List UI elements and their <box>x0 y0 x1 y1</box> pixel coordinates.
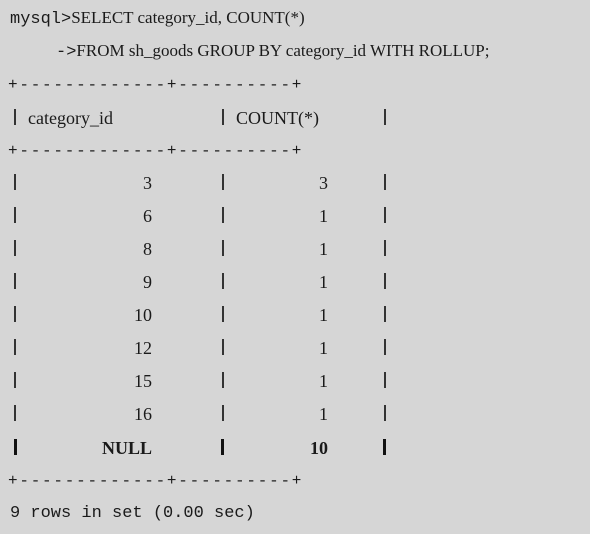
table-separator <box>384 207 386 223</box>
table-separator <box>384 174 386 190</box>
cell-count: 1 <box>319 371 328 391</box>
table-row: 15 1 <box>0 369 592 393</box>
table-separator <box>222 339 224 355</box>
table-separator <box>222 174 224 190</box>
cell-count: 3 <box>319 173 328 193</box>
table-row: 10 1 <box>0 303 592 327</box>
query-line-1: mysql>SELECT category_id, COUNT(*) <box>10 8 305 30</box>
table-separator <box>14 405 16 421</box>
cell-category-id: 3 <box>143 173 152 193</box>
cell-category-id: 12 <box>134 338 152 358</box>
cell-count: 1 <box>319 239 328 259</box>
table-row: 16 1 <box>0 402 592 426</box>
table-separator <box>222 306 224 322</box>
column-header-count: COUNT(*) <box>236 108 319 128</box>
table-separator <box>384 273 386 289</box>
table-header-row: category_id COUNT(*) <box>0 106 592 130</box>
table-border-mid: +-------------+----------+ <box>8 142 304 160</box>
table-separator <box>14 372 16 388</box>
table-separator <box>222 372 224 388</box>
cell-count: 1 <box>319 206 328 226</box>
table-separator <box>14 306 16 322</box>
cell-count: 1 <box>319 404 328 424</box>
query-line-2: ->FROM sh_goods GROUP BY category_id WIT… <box>56 41 489 63</box>
table-separator <box>384 109 386 125</box>
table-separator <box>14 240 16 256</box>
table-border-bottom: +-------------+----------+ <box>8 472 304 490</box>
query-select-text: SELECT category_id, COUNT(*) <box>71 8 305 27</box>
table-row: 12 1 <box>0 336 592 360</box>
cell-count: 1 <box>319 305 328 325</box>
column-header-category-id: category_id <box>28 108 113 128</box>
query-from-text: FROM sh_goods GROUP BY category_id WITH … <box>76 41 490 60</box>
table-separator <box>14 207 16 223</box>
table-separator <box>222 240 224 256</box>
table-border-top: +-------------+----------+ <box>8 76 304 94</box>
table-row-rollup: NULL 10 <box>0 436 592 460</box>
table-separator <box>14 273 16 289</box>
mysql-prompt: mysql> <box>10 10 72 29</box>
table-separator <box>384 372 386 388</box>
cell-category-id: 16 <box>134 404 152 424</box>
table-separator <box>14 109 16 125</box>
table-separator <box>222 109 224 125</box>
table-separator <box>222 207 224 223</box>
table-separator <box>383 439 386 455</box>
table-separator <box>221 439 224 455</box>
table-separator <box>14 439 17 455</box>
cell-category-id: 6 <box>143 206 152 226</box>
cell-category-id: 10 <box>134 305 152 325</box>
cell-category-id-null: NULL <box>101 438 152 458</box>
continuation-prompt: -> <box>56 43 77 62</box>
cell-count-total: 10 <box>310 438 328 458</box>
table-separator <box>14 339 16 355</box>
table-separator <box>222 273 224 289</box>
table-separator <box>384 405 386 421</box>
table-separator <box>14 174 16 190</box>
cell-category-id: 9 <box>143 272 152 292</box>
table-separator <box>222 405 224 421</box>
cell-category-id: 8 <box>143 239 152 259</box>
table-separator <box>384 240 386 256</box>
result-summary: 9 rows in set (0.00 sec) <box>10 504 255 523</box>
cell-category-id: 15 <box>134 371 152 391</box>
cell-count: 1 <box>319 272 328 292</box>
table-separator <box>384 306 386 322</box>
table-separator <box>384 339 386 355</box>
cell-count: 1 <box>319 338 328 358</box>
